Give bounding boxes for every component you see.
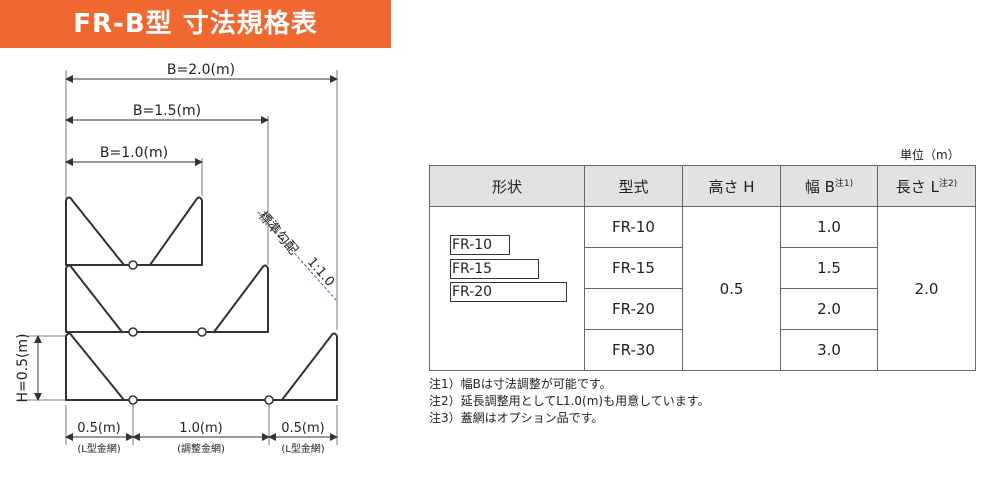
- table-header-row: 形状 型式 高さ H 幅 B注1) 長さ L注2): [429, 165, 976, 207]
- bottom-right-sub: (L型金網): [281, 442, 324, 455]
- frame-fr15-right-diagonal: [213, 264, 269, 333]
- height-cell: 0.5: [682, 206, 781, 371]
- table-row: FR-20 2.0: [430, 288, 976, 330]
- slope-label: 標準勾配: [255, 208, 301, 258]
- bottom-mid-sub: (調整金網): [177, 442, 225, 455]
- frame-fr10: [65, 200, 203, 266]
- note-2: 注2）延長調整用としてL1.0(m)も用意しています。: [429, 394, 710, 408]
- unit-label: 単位（m）: [900, 148, 960, 162]
- page-title: FR-B型 寸法規格表: [73, 9, 318, 39]
- width-cell: 2.0: [780, 288, 878, 330]
- bottom-mid-value: 1.0(m): [179, 421, 222, 436]
- frame-fr20-right-diagonal: [281, 332, 338, 401]
- shape-box-fr10: FR-10: [450, 235, 510, 255]
- note-3: 注3）蓋網はオプション品です。: [429, 411, 604, 425]
- note-1: 注1）幅Bは寸法調整が可能です。: [429, 377, 612, 391]
- bottom-left-sub: (L型金網): [77, 442, 120, 455]
- header-width-label: 幅 B: [804, 177, 835, 196]
- table-row: FR-10 FR-15 FR-20 FR-10 0.5 1.0 2.0: [429, 206, 976, 371]
- frame-fr15: [65, 268, 269, 333]
- length-cell: 2.0: [877, 206, 976, 371]
- model-cell: FR-20: [584, 288, 683, 330]
- frame-fr20: [65, 336, 338, 401]
- width-dimension-lines: [34, 75, 338, 441]
- model-cell: FR-30: [584, 329, 683, 371]
- frame-fr10-left-diagonal: [65, 196, 125, 266]
- slope-ratio: 1:1.0: [304, 255, 337, 290]
- frame-fr15-left-diagonal: [65, 264, 123, 333]
- header-height: 高さ H: [682, 165, 781, 207]
- slope-guide-line: [257, 211, 337, 301]
- header-width-note: 注1): [834, 178, 854, 189]
- width-cell: 1.0: [780, 206, 878, 248]
- dim-b10-label: B=1.0(m): [100, 145, 168, 161]
- gabion-frames: [65, 196, 338, 401]
- bottom-right-value: 0.5(m): [281, 421, 324, 436]
- header-shape: 形状: [429, 165, 585, 207]
- shape-box-fr20: FR-20: [450, 282, 567, 302]
- frame-fr20-left-diagonal: [65, 332, 125, 401]
- bottom-left-value: 0.5(m): [77, 421, 120, 436]
- header-width: 幅 B注1): [780, 165, 878, 207]
- hinge-rings: [128, 260, 274, 405]
- table-row: FR-30 3.0: [430, 329, 976, 371]
- shape-box-fr15: FR-15: [450, 259, 539, 279]
- header-length-label: 長さ L: [895, 177, 939, 196]
- frame-fr10-right-diagonal: [149, 196, 203, 266]
- width-cell: 1.5: [780, 247, 878, 289]
- height-label: H=0.5(m): [15, 333, 31, 402]
- spec-table: 形状 型式 高さ H 幅 B注1) 長さ L注2) FR-10 FR-15 FR…: [429, 165, 976, 371]
- header-model: 型式: [584, 165, 683, 207]
- header-length-note: 注2): [938, 178, 958, 189]
- notes: 注1）幅Bは寸法調整が可能です。 注2）延長調整用としてL1.0(m)も用意して…: [429, 376, 710, 427]
- model-cell: FR-15: [584, 247, 683, 289]
- width-cell: 3.0: [780, 329, 878, 371]
- model-cell: FR-10: [584, 206, 683, 248]
- shape-cell: FR-10 FR-15 FR-20: [429, 206, 585, 371]
- title-banner: [0, 0, 391, 48]
- dim-b20-label: B=2.0(m): [167, 62, 235, 78]
- header-length: 長さ L注2): [877, 165, 976, 207]
- dim-b15-label: B=1.5(m): [133, 103, 201, 119]
